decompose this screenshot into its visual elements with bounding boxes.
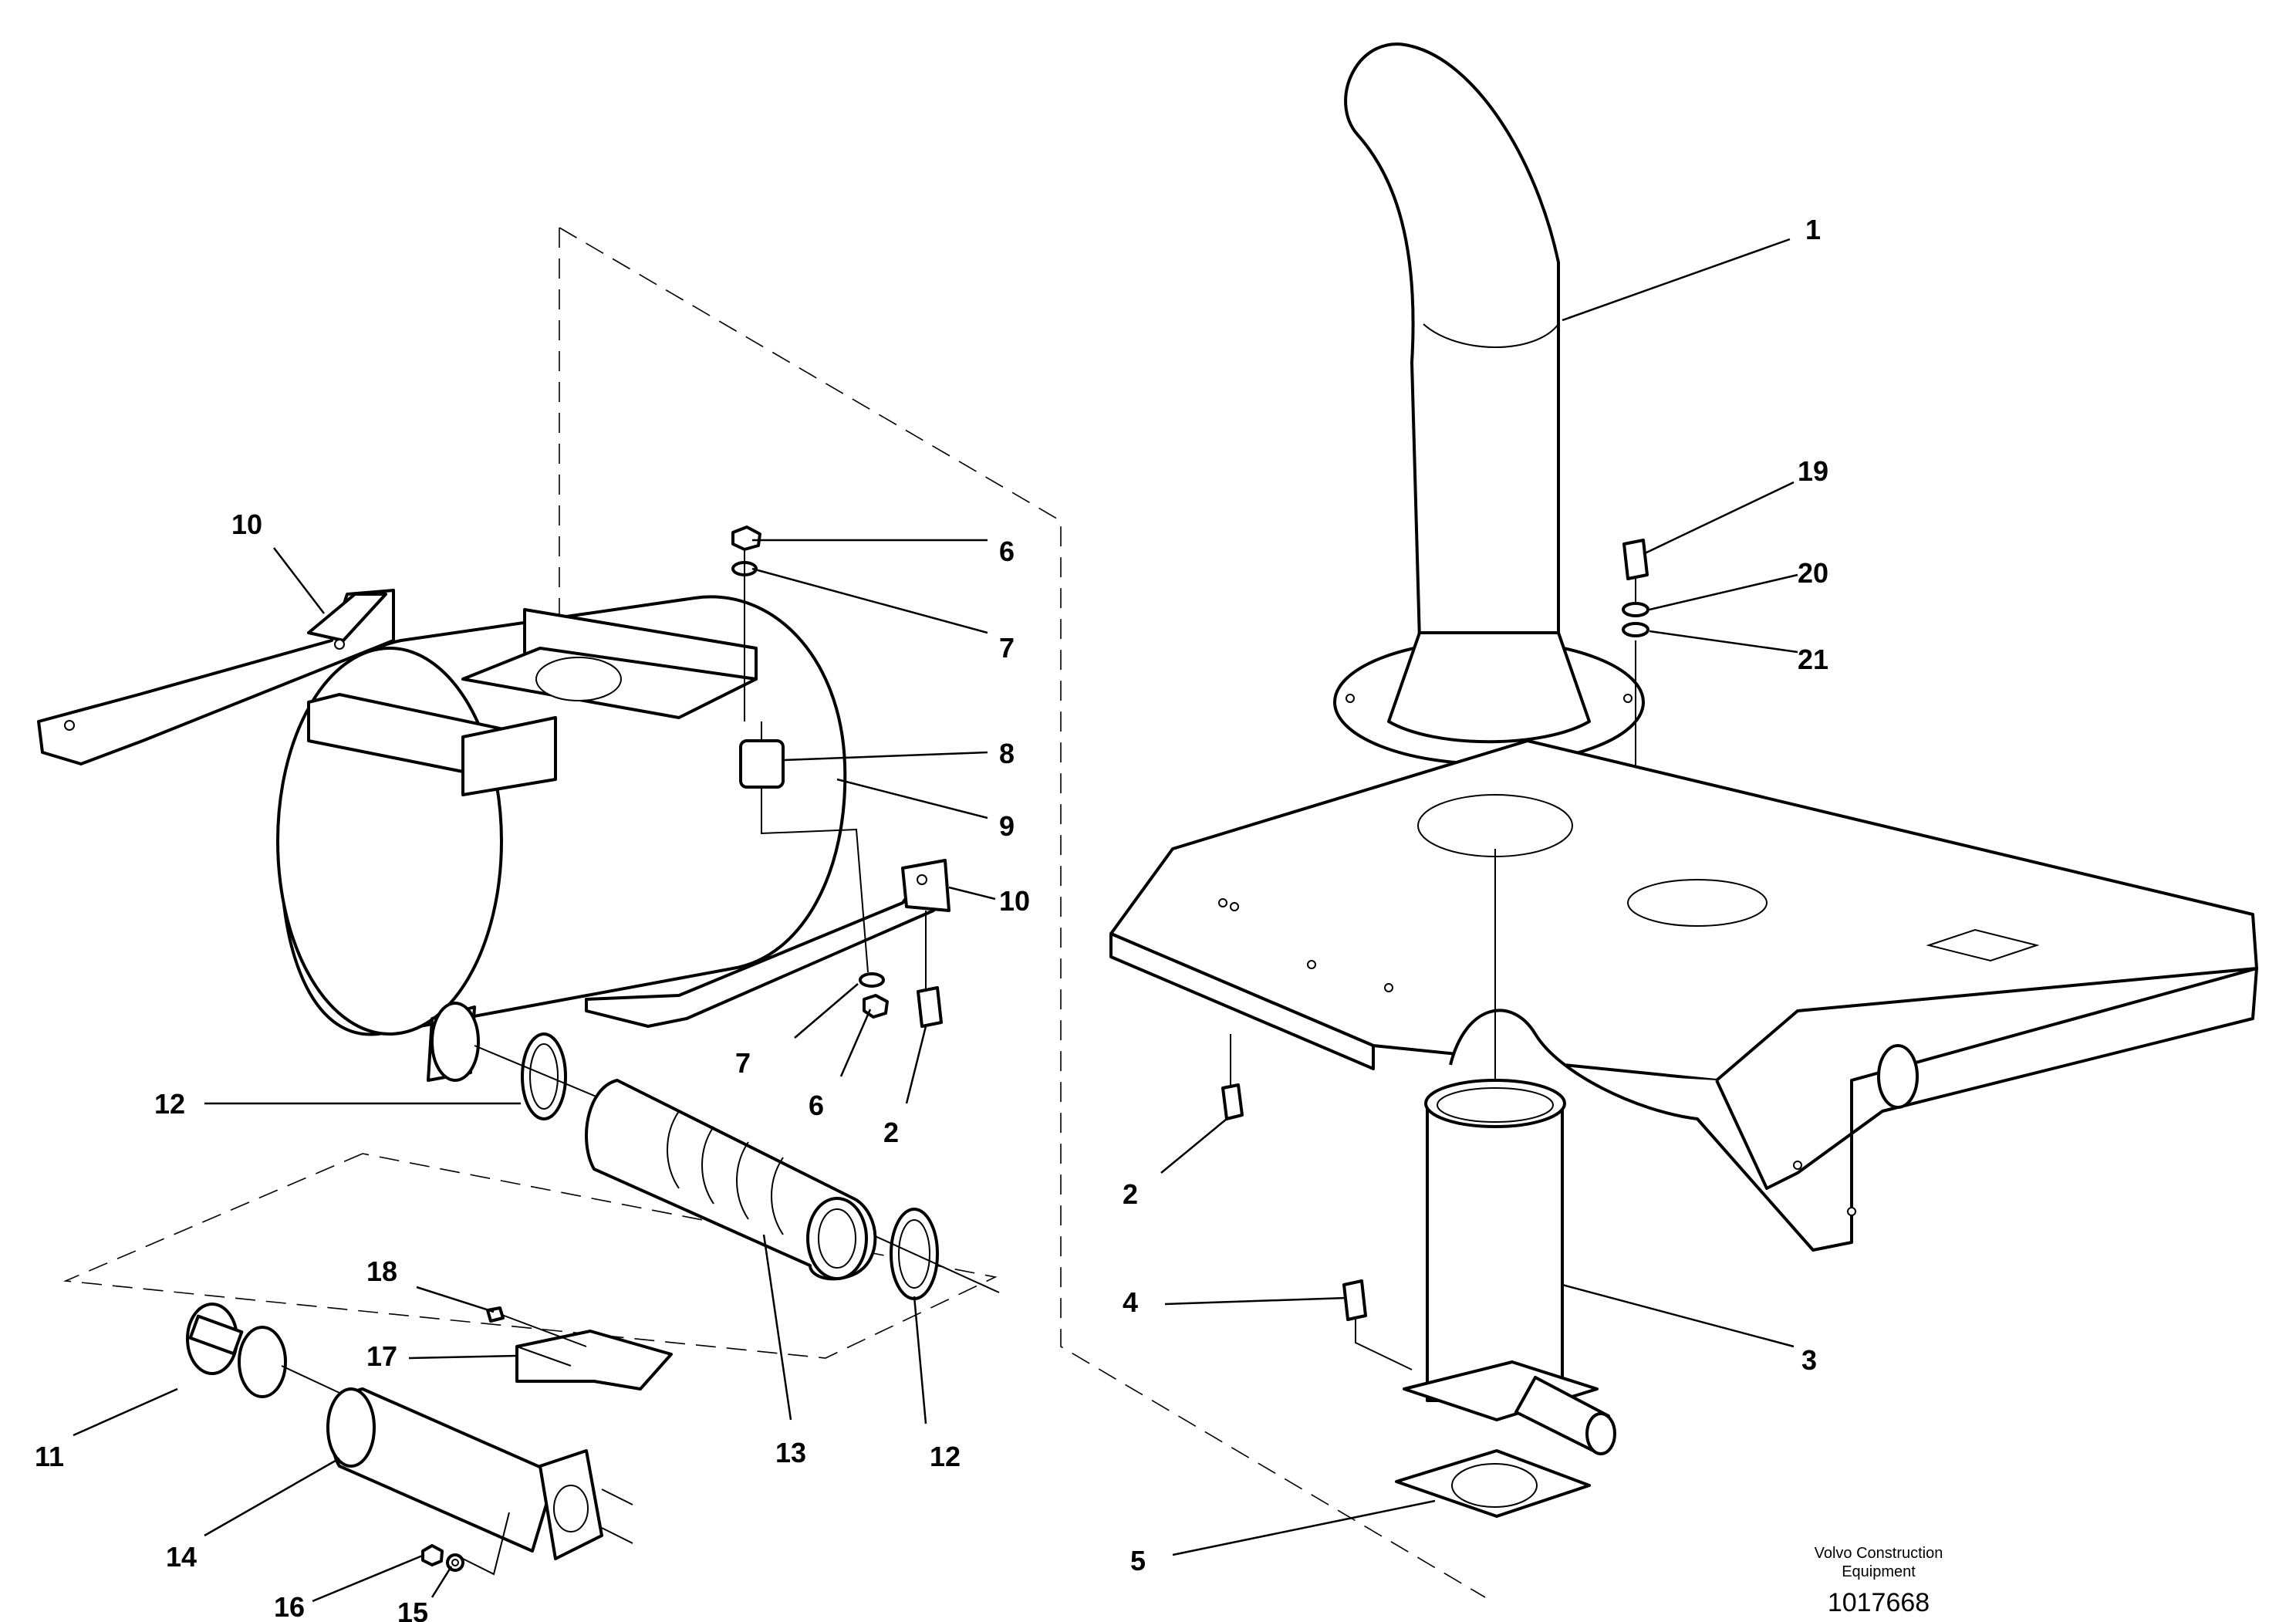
stack-flange xyxy=(1333,631,1645,765)
callout-19: 19 xyxy=(1798,455,1828,487)
brand-line-1: Volvo Construction xyxy=(1815,1545,1943,1562)
flex-hose-part-13 xyxy=(585,1079,877,1281)
callout-17: 17 xyxy=(366,1340,397,1372)
callout-8: 8 xyxy=(999,738,1015,769)
bolt-part-19 xyxy=(1622,539,1649,602)
callout-10-upper: 10 xyxy=(231,509,262,540)
callout-7-top: 7 xyxy=(999,632,1015,664)
hose-clamp-part-12-left xyxy=(521,1032,567,1120)
callout-labels: 1 19 20 21 6 7 8 9 10 10 7 6 2 12 13 12 … xyxy=(35,214,1828,1622)
callout-16: 16 xyxy=(274,1591,305,1622)
leader-lines xyxy=(73,238,1798,1603)
callout-21: 21 xyxy=(1798,644,1828,675)
bolt-part-4 xyxy=(1342,1279,1413,1370)
callout-2-right: 2 xyxy=(1123,1178,1138,1210)
heat-shield-part-17 xyxy=(515,1330,673,1391)
corrugated-tube-part-14 xyxy=(326,1387,633,1560)
callout-13: 13 xyxy=(775,1437,806,1468)
callout-6-top: 6 xyxy=(999,536,1015,567)
washer-part-21 xyxy=(1622,622,1649,637)
callout-12-left: 12 xyxy=(154,1088,185,1120)
nut-part-6-top xyxy=(731,525,761,551)
bracket-part-10-lower xyxy=(585,859,950,1028)
drawing-footer: Volvo Construction Equipment 1017668 xyxy=(1815,1545,1943,1617)
bolt-part-2-right xyxy=(1221,1034,1244,1120)
callout-5: 5 xyxy=(1130,1545,1146,1576)
callout-12-right: 12 xyxy=(930,1441,961,1472)
washer-part-7-lower xyxy=(859,972,885,988)
callout-1: 1 xyxy=(1805,214,1821,245)
drawing-number: 1017668 xyxy=(1828,1588,1930,1617)
brand-line-2: Equipment xyxy=(1842,1563,1916,1580)
callout-4: 4 xyxy=(1123,1286,1138,1318)
nut-part-16 xyxy=(421,1544,444,1566)
callout-6-lower: 6 xyxy=(809,1090,824,1121)
callout-10-lower: 10 xyxy=(999,885,1030,917)
muffler-outlet-pipe xyxy=(427,1002,480,1082)
callout-18: 18 xyxy=(366,1255,397,1287)
callout-14: 14 xyxy=(166,1541,197,1573)
callout-9: 9 xyxy=(999,810,1015,842)
callout-7-lower: 7 xyxy=(735,1047,751,1079)
bolt-part-2-left xyxy=(917,911,943,1028)
exhaust-pipe-part-3 xyxy=(1403,1079,1616,1455)
engine-hood-plate xyxy=(1109,739,2258,1252)
rubber-mount-part-8 xyxy=(739,721,785,803)
callout-11: 11 xyxy=(35,1441,64,1472)
clamp-part-11 xyxy=(186,1303,287,1398)
muffler-mounting-bracket xyxy=(307,608,758,796)
exhaust-stack-part-1 xyxy=(1344,42,1560,642)
callout-2-left: 2 xyxy=(883,1117,899,1148)
callout-20: 20 xyxy=(1798,557,1828,589)
callout-15: 15 xyxy=(397,1597,428,1622)
bracket-part-10-upper xyxy=(37,589,395,765)
callout-3: 3 xyxy=(1801,1344,1817,1376)
gasket-part-5 xyxy=(1395,1449,1591,1518)
washer-part-20 xyxy=(1622,602,1649,617)
